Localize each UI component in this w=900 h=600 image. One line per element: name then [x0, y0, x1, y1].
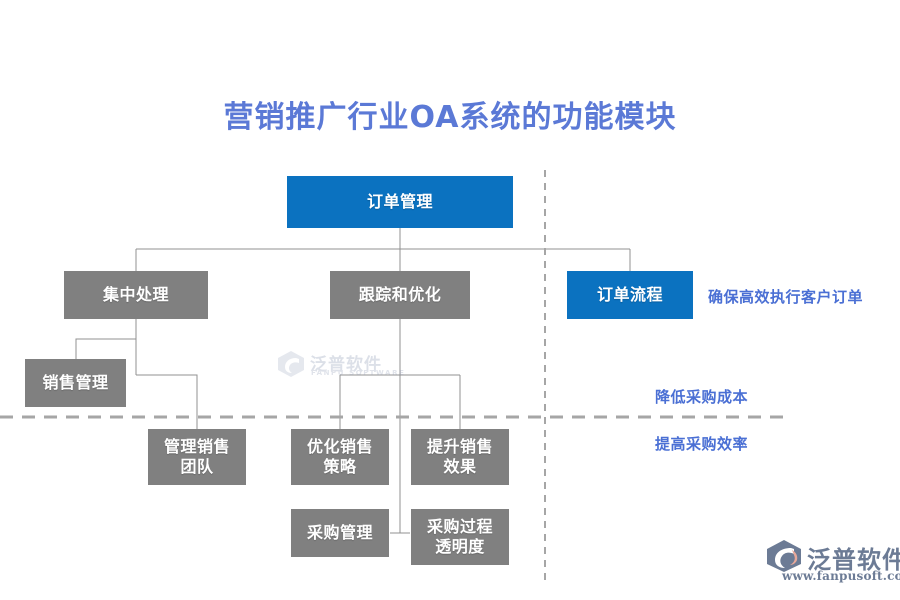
node-label: 管理销售 团队: [163, 437, 230, 476]
node-order-process[interactable]: 订单流程: [567, 271, 693, 319]
node-tracking-optimization[interactable]: 跟踪和优化: [330, 271, 470, 319]
fanpu-logo-url: www.fanpusoft.com: [782, 569, 900, 583]
caption-ensure-efficient-order-execution: 确保高效执行客户订单: [708, 288, 864, 306]
connector-jizhong-to-guanli: [136, 374, 198, 429]
connector-jizhong-to-xiaoshou: [75, 338, 136, 359]
node-label: 订单管理: [366, 192, 433, 212]
caption-reduce-procurement-cost: 降低采购成本: [655, 388, 749, 406]
node-label: 订单流程: [596, 285, 663, 305]
fanpu-logo-mark-icon: [767, 540, 801, 572]
node-procurement-transparency[interactable]: 采购过程 透明度: [411, 509, 509, 565]
fanpu-logo: 泛普软件 www.fanpusoft.com: [765, 540, 900, 590]
node-label: 销售管理: [42, 373, 109, 393]
node-label: 跟踪和优化: [358, 285, 442, 305]
node-improve-sales-results[interactable]: 提升销售 效果: [411, 429, 509, 485]
node-manage-sales-team[interactable]: 管理销售 团队: [148, 429, 246, 485]
node-procurement-management[interactable]: 采购管理: [291, 509, 389, 557]
caption-improve-procurement-efficiency: 提高采购效率: [655, 435, 749, 453]
fanpu-logo-name: 泛普软件: [807, 546, 900, 574]
node-centralized-processing[interactable]: 集中处理: [64, 271, 208, 319]
node-label: 提升销售 效果: [426, 437, 493, 476]
node-label: 集中处理: [102, 285, 169, 305]
node-label: 采购管理: [306, 523, 373, 543]
node-label: 优化销售 策略: [306, 437, 373, 476]
node-order-management[interactable]: 订单管理: [287, 176, 513, 228]
node-sales-management[interactable]: 销售管理: [25, 359, 126, 407]
node-optimize-sales-strategy[interactable]: 优化销售 策略: [291, 429, 389, 485]
node-label: 采购过程 透明度: [426, 517, 493, 556]
page-title: 营销推广行业OA系统的功能模块: [223, 100, 677, 135]
